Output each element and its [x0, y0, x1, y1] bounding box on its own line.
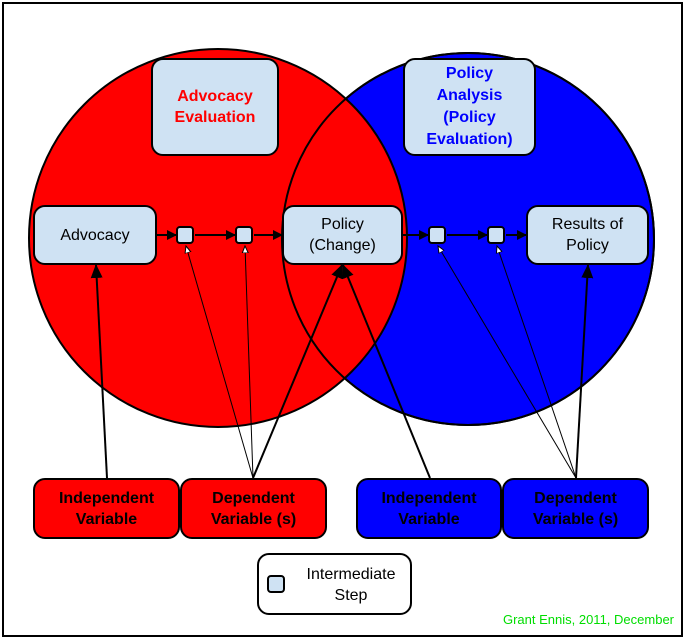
- arrow-left-dependent-to-step1: [186, 246, 254, 479]
- policy-change-node[interactable]: Policy (Change): [282, 205, 403, 265]
- advocacy-node[interactable]: Advocacy: [33, 205, 157, 265]
- right-dependent-variable[interactable]: Dependent Variable (s): [502, 478, 649, 539]
- legend: Intermediate Step: [257, 553, 412, 615]
- left-independent-variable[interactable]: Independent Variable: [33, 478, 180, 539]
- arrow-left-dependent-to-step2: [245, 246, 254, 479]
- arrow-left-dependent-to-policy: [252, 264, 343, 479]
- advocacy-evaluation-title: Advocacy Evaluation: [151, 58, 279, 156]
- arrow-right-dependent-to-step4: [497, 246, 577, 479]
- left-dependent-variable[interactable]: Dependent Variable (s): [180, 478, 327, 539]
- legend-label: Intermediate Step: [306, 566, 396, 604]
- arrow-left-independent-to-advocacy: [90, 264, 108, 479]
- results-of-policy-node[interactable]: Results of Policy: [526, 205, 649, 265]
- intermediate-step-3[interactable]: [428, 226, 446, 244]
- arrow-right-independent-to-policy: [342, 264, 431, 479]
- advocacy-evaluation-circle: [28, 48, 408, 428]
- intermediate-step-2[interactable]: [235, 226, 253, 244]
- arrow-right-dependent-to-step3: [438, 246, 577, 479]
- right-independent-variable[interactable]: Independent Variable: [356, 478, 502, 539]
- intermediate-step-1[interactable]: [176, 226, 194, 244]
- intermediate-step-4[interactable]: [487, 226, 505, 244]
- intermediate-step-legend-icon: [267, 575, 285, 593]
- arrow-right-dependent-to-results: [575, 264, 594, 479]
- policy-analysis-title: Policy Analysis (Policy Evaluation): [403, 58, 536, 156]
- author-credit: Grant Ennis, 2011, December: [502, 612, 674, 627]
